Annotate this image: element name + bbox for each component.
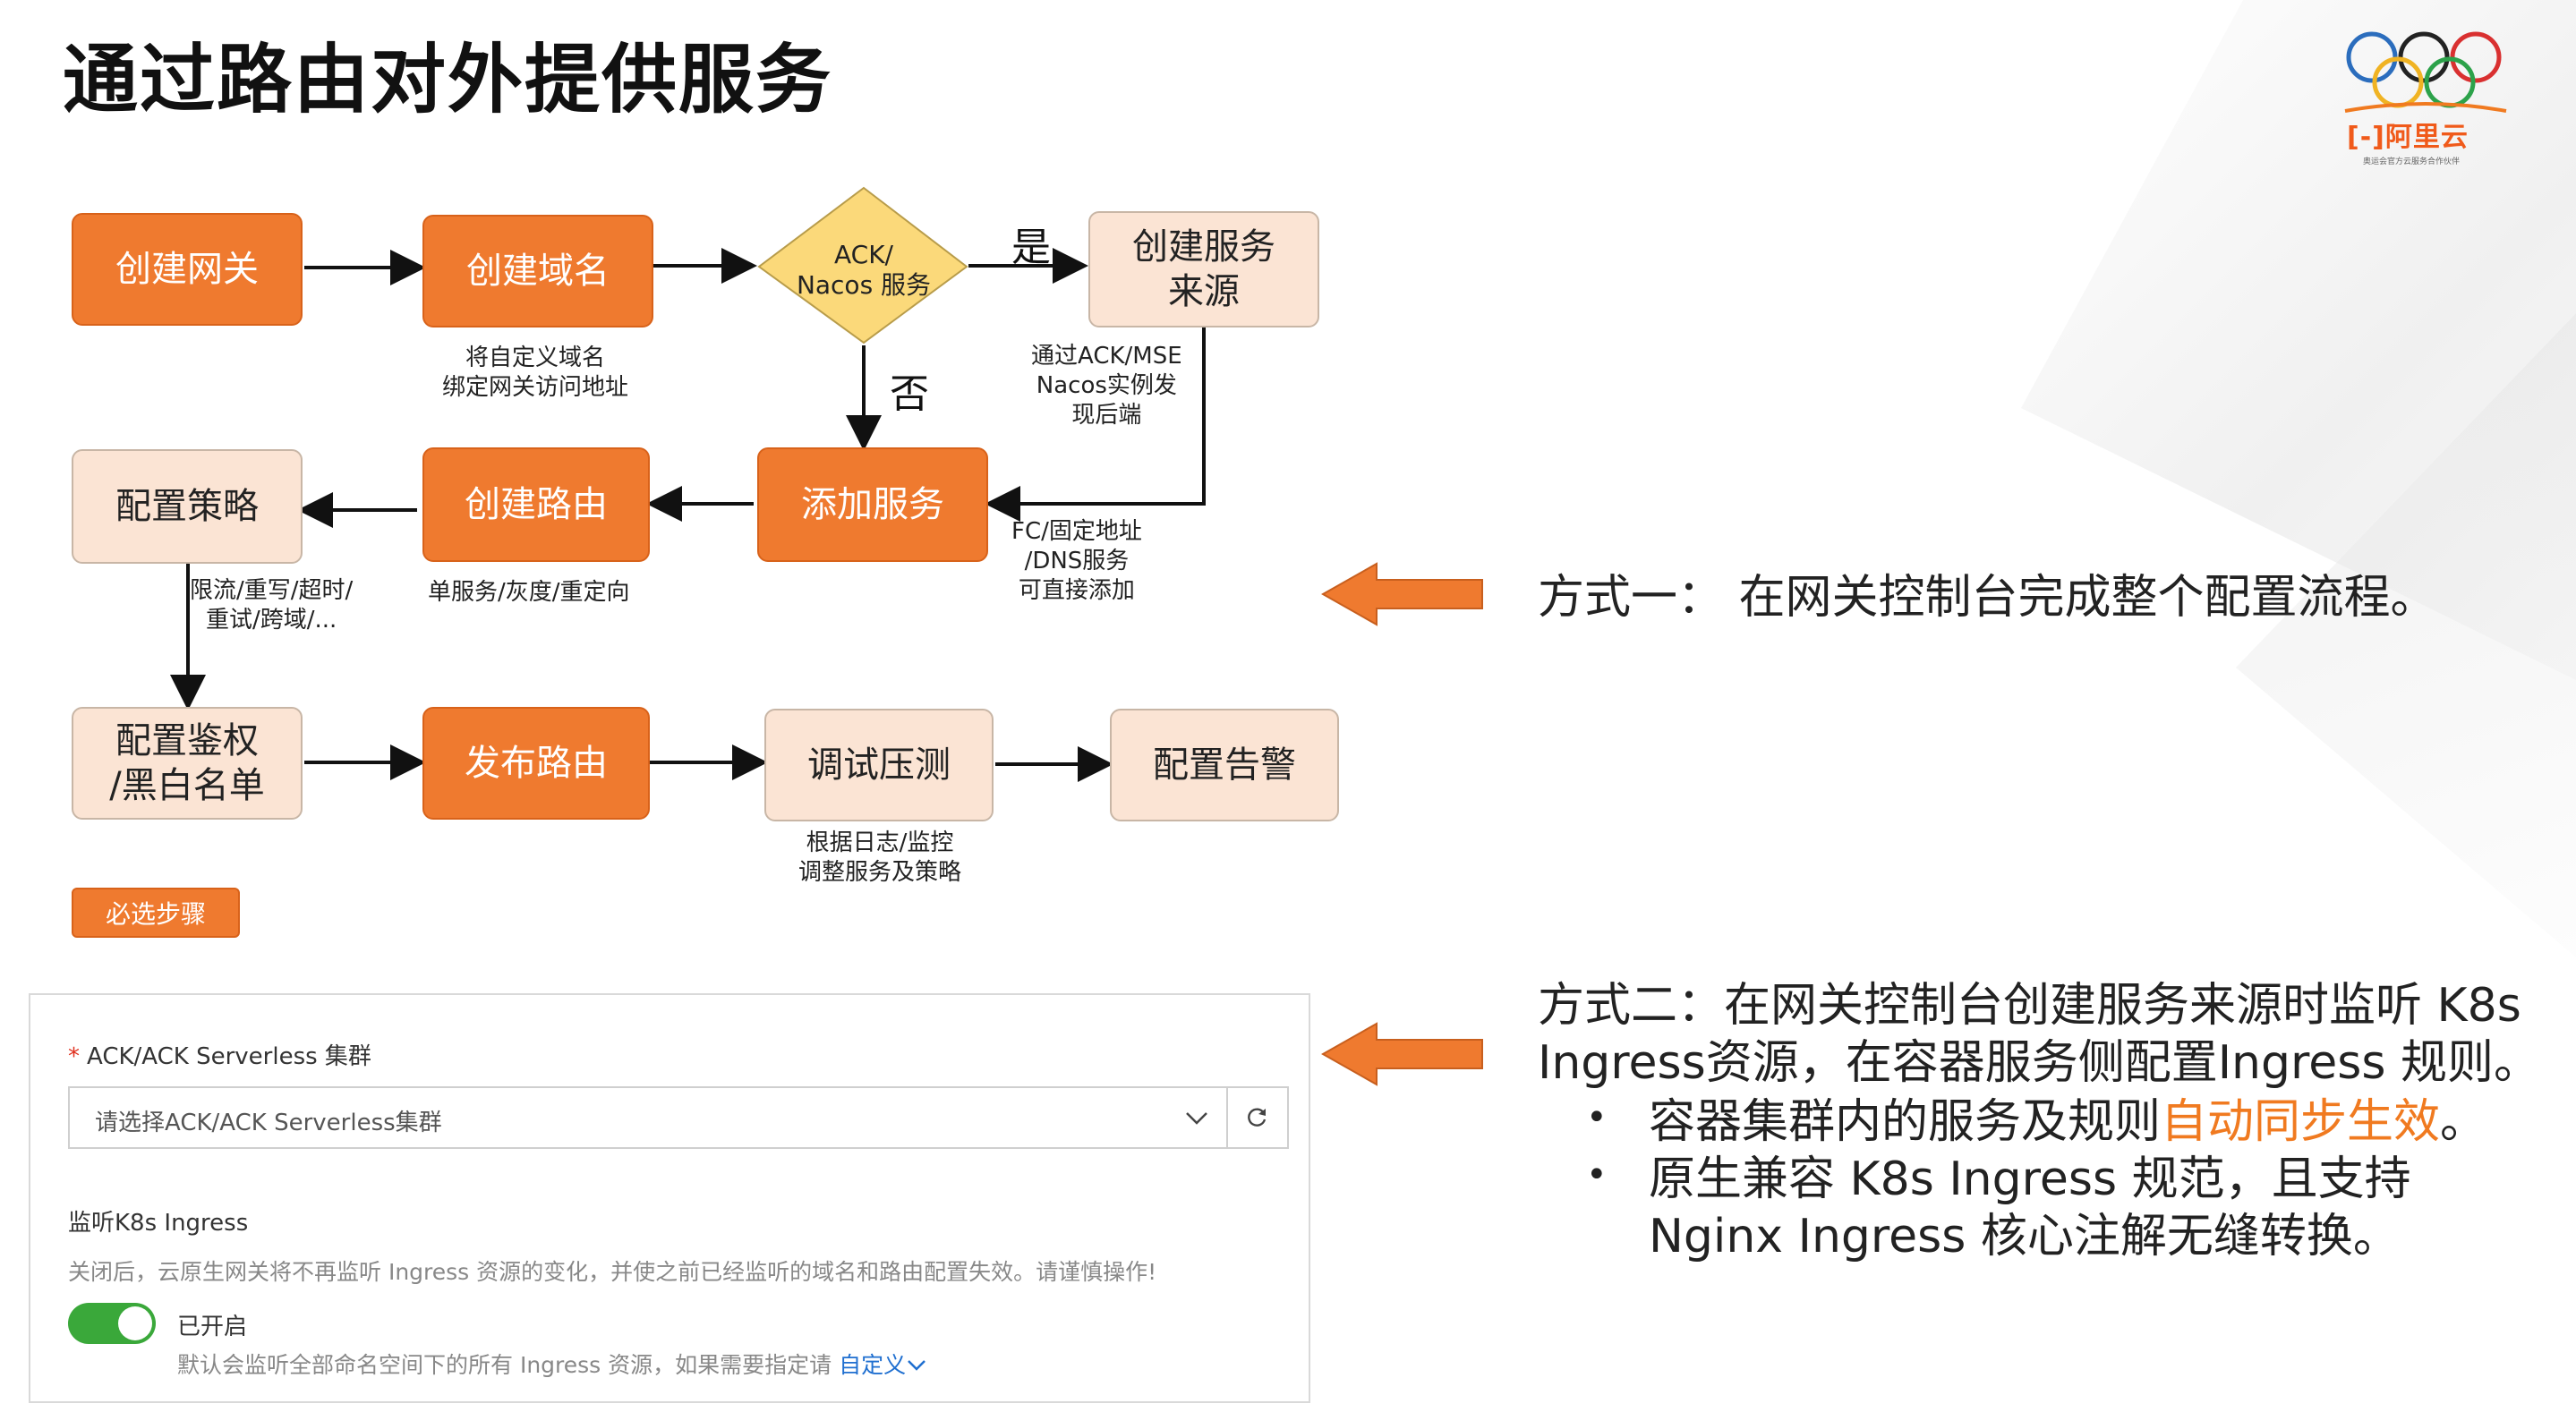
create-service-source-box: 创建服务 来源 (1088, 211, 1319, 327)
note-line: 绑定网关访问地址 (442, 374, 629, 401)
config-auth-box: 配置鉴权 /黑白名单 (72, 707, 303, 820)
box-line: 创建服务 (1132, 226, 1275, 268)
config-alert-box: 配置告警 (1110, 709, 1339, 821)
note-service-source: 通过ACK/MSE Nacos实例发 现后端 (1031, 342, 1182, 430)
chevron-down-icon (1186, 1112, 1207, 1125)
config-policy-box: 配置策略 (72, 449, 303, 564)
decision-label: ACK/ Nacos 服务 (770, 234, 958, 306)
required-mark: * (68, 1043, 80, 1070)
note-line: FC/固定地址 (1011, 518, 1142, 545)
pointer-arrow-icon (1321, 1022, 1483, 1086)
note-line: Nacos实例发 (1036, 372, 1177, 399)
note-line: /DNS服务 (1024, 548, 1130, 574)
refresh-button[interactable] (1226, 1086, 1289, 1149)
bullet-one: 容器集群内的服务及规则自动同步生效。 (1649, 1093, 2486, 1151)
note-line: 调整服务及策略 (798, 859, 962, 886)
flowchart-connectors (170, 186, 1206, 782)
cluster-select[interactable]: 请选择ACK/ACK Serverless集群 (68, 1086, 1228, 1149)
arrow-source-add (985, 327, 1206, 522)
required-step-legend: 必选步骤 (72, 888, 240, 938)
note-line: 重试/跨域/... (205, 607, 337, 634)
warning-text: 关闭后，云原生网关将不再监听 Ingress 资源的变化，并使之前已经监听的域名… (68, 1259, 1157, 1285)
note-line: 限流/重写/超时/ (190, 577, 354, 604)
aliyun-logo-icon: [-] (2347, 122, 2385, 153)
create-domain-box: 创建域名 (422, 215, 653, 327)
note-line: 现后端 (1071, 402, 1142, 429)
decision-line1: ACK/ (833, 240, 893, 269)
publish-route-box: 发布路由 (422, 707, 650, 820)
decision-diamond (757, 186, 968, 344)
create-route-box: 创建路由 (422, 447, 650, 562)
note-route: 单服务/灰度/重定向 (428, 578, 630, 608)
default-scope-desc: 默认会监听全部命名空间下的所有 Ingress 资源，如果需要指定请 (177, 1352, 832, 1378)
cluster-label: * ACK/ACK Serverless 集群 (68, 1038, 371, 1071)
debug-test-box: 调试压测 (764, 709, 994, 821)
bullet-one-end: 。 (2440, 1095, 2487, 1149)
create-gateway-box: 创建网关 (72, 213, 303, 326)
toggle-status: 已开启 (177, 1314, 248, 1340)
bullet-two-line1: 原生兼容 K8s Ingress 规范，且支持 (1649, 1153, 2411, 1206)
box-line: /黑白名单 (109, 765, 265, 806)
decision-line2: Nacos 服务 (796, 270, 932, 300)
bullet-mark: • (1586, 1154, 1608, 1195)
add-service-box: 添加服务 (757, 447, 988, 562)
note-domain: 将自定义域名 绑定网关访问地址 (442, 344, 628, 403)
bullet-mark: • (1586, 1097, 1608, 1138)
note-fc: FC/固定地址 /DNS服务 可直接添加 (1011, 517, 1142, 606)
method-two-line2: Ingress资源，在容器服务侧配置Ingress 规则。 (1538, 1036, 2540, 1090)
cluster-select-placeholder: 请选择ACK/ACK Serverless集群 (95, 1110, 442, 1136)
cluster-label-text: ACK/ACK Serverless 集群 (87, 1043, 371, 1070)
method-one-text: 方式一： 在网关控制台完成整个配置流程。 (1538, 571, 2437, 625)
listen-ingress-label: 监听K8s Ingress (68, 1210, 249, 1237)
bullet-one-highlight: 自动同步生效 (2161, 1095, 2441, 1149)
default-scope-text: 默认会监听全部命名空间下的所有 Ingress 资源，如果需要指定请 自定义 (177, 1348, 927, 1380)
toggle-knob (118, 1306, 152, 1340)
note-line: 通过ACK/MSE (1031, 343, 1182, 370)
box-line: 配置鉴权 (115, 720, 259, 761)
chevron-down-icon (908, 1360, 926, 1371)
custom-link[interactable]: 自定义 (839, 1352, 927, 1378)
listen-ingress-toggle[interactable] (68, 1303, 156, 1344)
logo-brand: [-]阿里云 (2347, 115, 2469, 154)
no-label: 否 (890, 371, 929, 417)
yes-label: 是 (1011, 225, 1051, 270)
note-test: 根据日志/监控 调整服务及策略 (798, 829, 961, 888)
note-policy: 限流/重写/超时/ 重试/跨域/... (190, 576, 353, 635)
note-line: 将自定义域名 (465, 344, 606, 371)
pointer-arrow-icon (1321, 562, 1483, 626)
ingress-config-panel: * ACK/ACK Serverless 集群 请选择ACK/ACK Server… (29, 993, 1310, 1403)
note-line: 可直接添加 (1018, 577, 1135, 604)
logo-brand-text: 阿里云 (2384, 122, 2469, 153)
note-line: 根据日志/监控 (806, 829, 954, 856)
method-two-line1: 方式二：在网关控制台创建服务来源时监听 K8s (1538, 979, 2521, 1033)
bullet-one-text: 容器集群内的服务及规则 (1649, 1095, 2162, 1149)
olympic-rings-icon (2344, 31, 2507, 113)
refresh-icon (1248, 1108, 1267, 1127)
custom-link-text: 自定义 (839, 1352, 907, 1378)
box-line: 来源 (1168, 271, 1240, 312)
bullet-two-line2: Nginx Ingress 核心注解无缝转换。 (1649, 1210, 2400, 1263)
page-title: 通过路由对外提供服务 (63, 36, 833, 123)
note-line: 单服务/灰度/重定向 (428, 579, 630, 606)
logo-tagline: 奥运会官方云服务合作伙伴 (2363, 157, 2460, 166)
